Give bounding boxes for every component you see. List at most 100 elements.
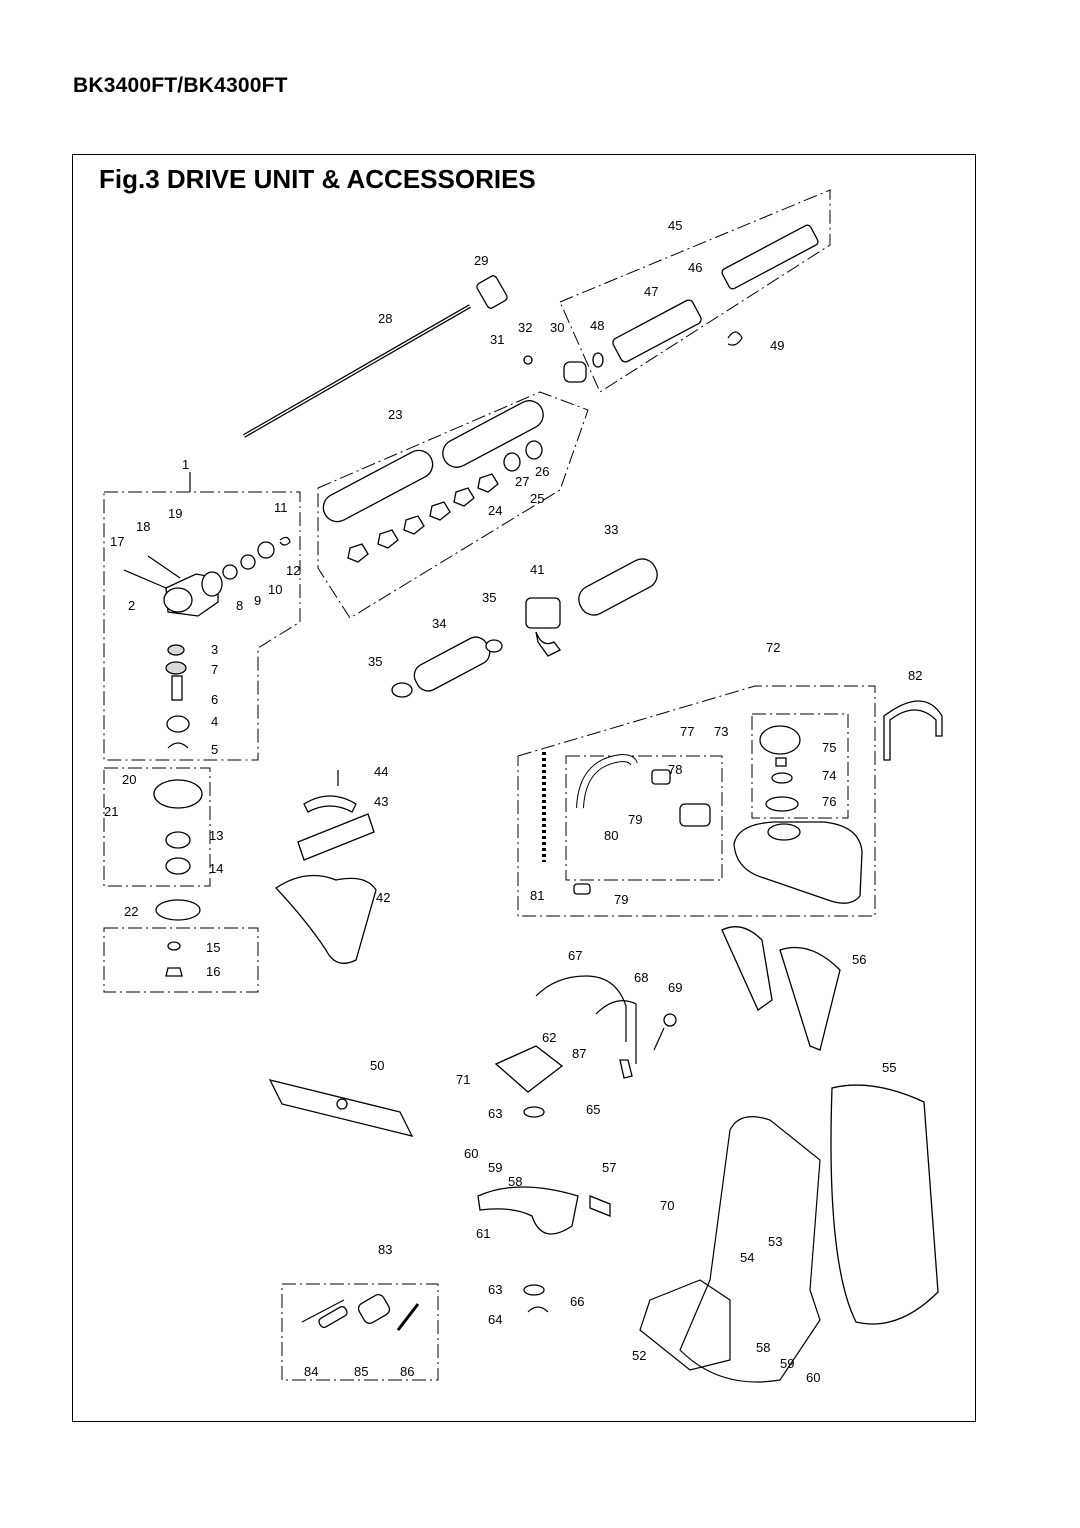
label-46: 46 (688, 260, 702, 275)
blade (268, 1079, 414, 1137)
handle-group (391, 558, 658, 698)
label-61: 61 (476, 1226, 490, 1241)
label-17: 17 (110, 534, 124, 549)
label-50: 50 (370, 1058, 384, 1073)
label-74: 74 (822, 768, 836, 783)
drive-bushings (347, 440, 543, 563)
figure-title: Fig.3 DRIVE UNIT & ACCESSORIES (99, 164, 536, 194)
group-outlines (103, 189, 876, 1381)
label-87: 87 (572, 1046, 586, 1061)
label-29: 29 (474, 253, 488, 268)
label-35a: 35 (482, 590, 496, 605)
label-71: 71 (456, 1072, 470, 1087)
label-8: 8 (236, 598, 243, 613)
label-64: 64 (488, 1312, 502, 1327)
label-67: 67 (568, 948, 582, 963)
label-3: 3 (211, 642, 218, 657)
gear-case-group (123, 536, 291, 749)
label-79b: 79 (614, 892, 628, 907)
label-22: 22 (124, 904, 138, 919)
label-59b: 59 (780, 1356, 794, 1371)
harness-group (639, 700, 943, 1383)
label-20: 20 (122, 772, 136, 787)
label-70: 70 (660, 1198, 674, 1213)
label-48: 48 (590, 318, 604, 333)
label-72: 72 (766, 640, 780, 655)
label-45: 45 (668, 218, 682, 233)
label-30: 30 (550, 320, 564, 335)
label-60a: 60 (464, 1146, 478, 1161)
label-86: 86 (400, 1364, 414, 1379)
label-41: 41 (530, 562, 544, 577)
label-78: 78 (668, 762, 682, 777)
diagram-frame (72, 154, 976, 1422)
label-10: 10 (268, 582, 282, 597)
label-11: 11 (274, 500, 288, 515)
label-35b: 35 (368, 654, 382, 669)
label-5: 5 (211, 742, 218, 757)
label-56: 56 (852, 952, 866, 967)
label-21: 21 (104, 804, 118, 819)
drive-shaft-group (243, 275, 544, 563)
label-83: 83 (378, 1242, 392, 1257)
label-63a: 63 (488, 1106, 502, 1121)
label-43: 43 (374, 794, 388, 809)
label-34: 34 (432, 616, 446, 631)
blade-holder-group (153, 779, 203, 977)
label-25: 25 (530, 491, 544, 506)
label-58a: 58 (508, 1174, 522, 1189)
model-number: BK3400FT/BK4300FT (73, 74, 288, 97)
label-1: 1 (182, 457, 189, 472)
label-6: 6 (211, 692, 218, 707)
label-28: 28 (378, 311, 392, 326)
label-65: 65 (586, 1102, 600, 1117)
fuel-tank-group (542, 725, 863, 904)
label-14: 14 (209, 861, 223, 876)
label-59a: 59 (488, 1160, 502, 1175)
label-53: 53 (768, 1234, 782, 1249)
label-47: 47 (644, 284, 658, 299)
label-27: 27 (515, 474, 529, 489)
label-4: 4 (211, 714, 218, 729)
callout-labels: 1 2 3 4 5 6 7 8 9 10 11 12 13 14 15 16 1… (104, 218, 922, 1385)
label-69: 69 (668, 980, 682, 995)
guard-group (275, 770, 377, 964)
label-57: 57 (602, 1160, 616, 1175)
label-24: 24 (488, 503, 502, 518)
label-73: 73 (714, 724, 728, 739)
label-58b: 58 (756, 1340, 770, 1355)
label-44: 44 (374, 764, 388, 779)
label-66: 66 (570, 1294, 584, 1309)
wiring-group (535, 975, 677, 1079)
label-16: 16 (206, 964, 220, 979)
label-84: 84 (304, 1364, 318, 1379)
label-42: 42 (376, 890, 390, 905)
label-15: 15 (206, 940, 220, 955)
label-32: 32 (518, 320, 532, 335)
label-68: 68 (634, 970, 648, 985)
label-49: 49 (770, 338, 784, 353)
label-26: 26 (535, 464, 549, 479)
label-18: 18 (136, 519, 150, 534)
label-7: 7 (211, 662, 218, 677)
label-23: 23 (388, 407, 402, 422)
label-60b: 60 (806, 1370, 820, 1385)
label-2: 2 (128, 598, 135, 613)
label-85: 85 (354, 1364, 368, 1379)
label-33: 33 (604, 522, 618, 537)
label-77: 77 (680, 724, 694, 739)
label-31: 31 (490, 332, 504, 347)
label-76: 76 (822, 794, 836, 809)
suspension-group (477, 1045, 611, 1313)
label-54: 54 (740, 1250, 754, 1265)
label-19: 19 (168, 506, 182, 521)
label-82: 82 (908, 668, 922, 683)
label-80: 80 (604, 828, 618, 843)
label-62: 62 (542, 1030, 556, 1045)
label-81: 81 (530, 888, 544, 903)
label-12: 12 (286, 563, 300, 578)
label-52: 52 (632, 1348, 646, 1363)
tool-kit-group (301, 1294, 420, 1331)
label-9: 9 (254, 593, 261, 608)
label-79a: 79 (628, 812, 642, 827)
